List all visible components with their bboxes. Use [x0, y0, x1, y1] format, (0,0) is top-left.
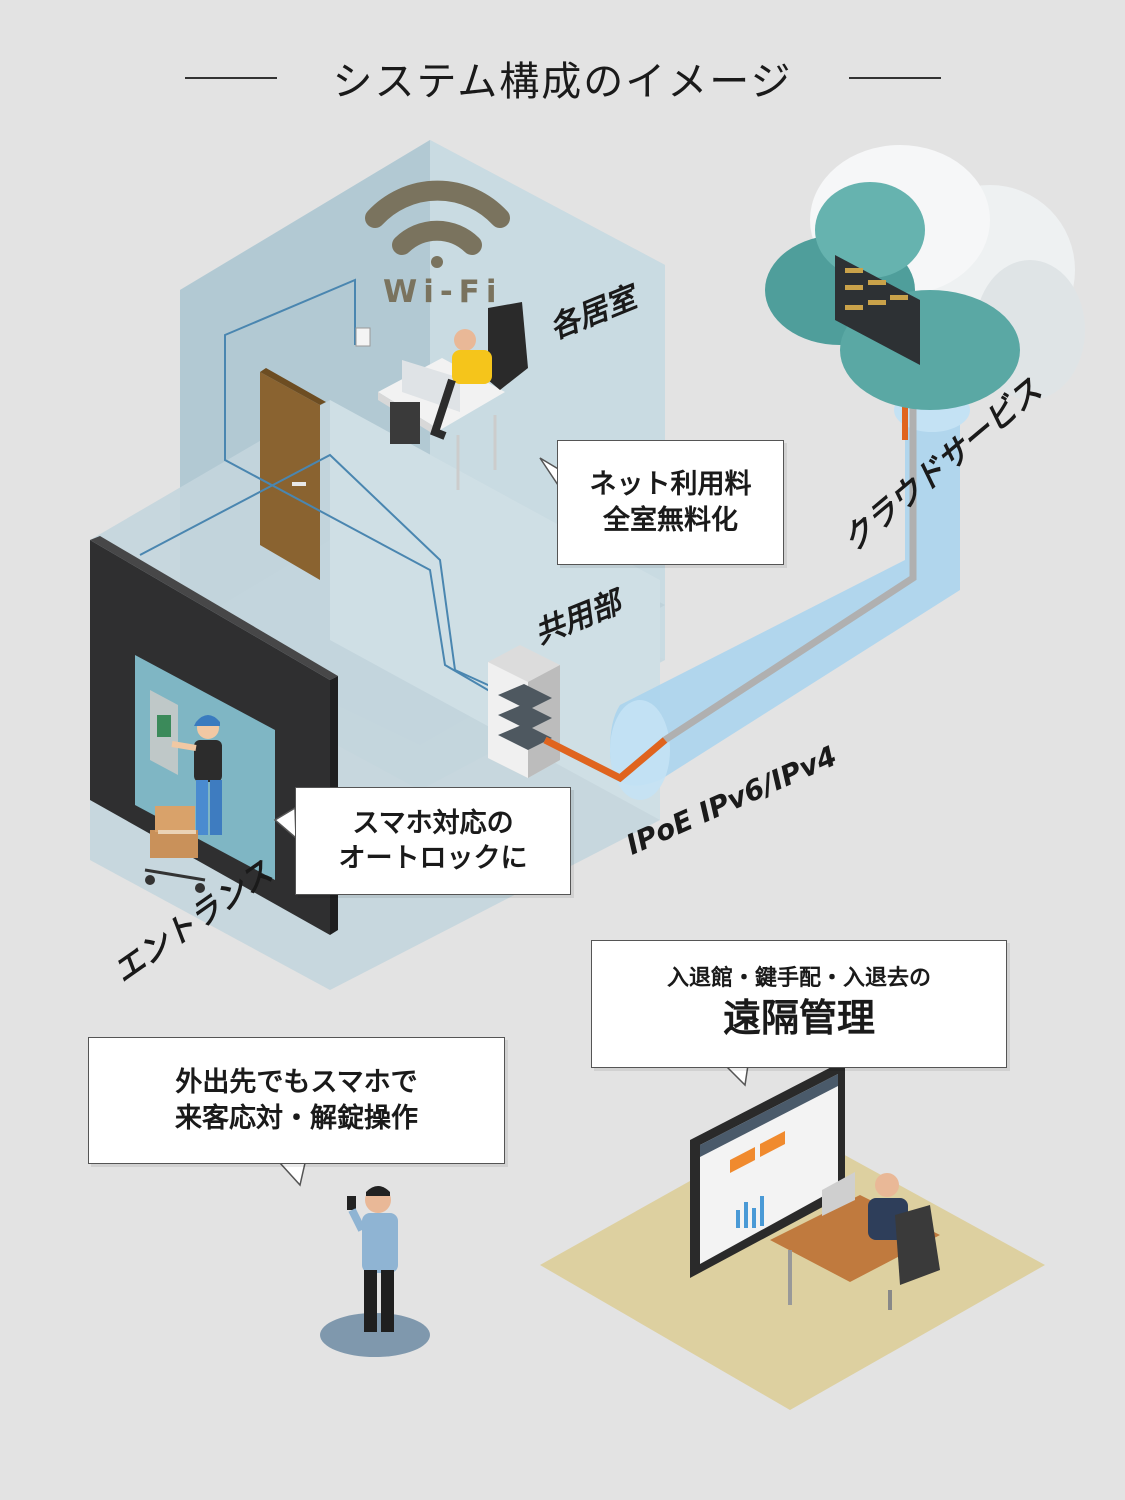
office-area — [540, 1060, 1045, 1410]
wifi-label: Wi-Fi — [383, 274, 503, 310]
callout-outside-line2: 来客応対・解錠操作 — [175, 1102, 418, 1134]
callout-autolock-line1: スマホ対応の — [352, 807, 514, 839]
callout-remote-management: 入退館・鍵手配・入退去の 遠隔管理 — [591, 940, 1007, 1068]
title-rule-left — [184, 77, 277, 79]
title-rule-right — [848, 77, 941, 79]
network-pipe — [543, 388, 970, 800]
callout-net-free-line1: ネット利用料 — [589, 469, 752, 501]
page-title: システム構成のイメージ — [332, 59, 793, 105]
person-with-phone — [320, 1186, 430, 1357]
callout-outside-line1: 外出先でもスマホで — [175, 1067, 418, 1099]
callout-autolock: スマホ対応の オートロックに — [295, 787, 571, 895]
title-bar: システム構成のイメージ — [0, 48, 1125, 108]
wall-outlet — [355, 327, 371, 347]
room-worker — [378, 302, 528, 490]
callout-net-free: ネット利用料 全室無料化 — [557, 440, 784, 565]
callout-remote-big: 遠隔管理 — [722, 995, 875, 1040]
cart-with-boxes — [144, 806, 206, 893]
tail-outside — [278, 1162, 306, 1187]
wifi-icon — [365, 180, 510, 268]
callout-remote-small: 入退館・鍵手配・入退去の — [666, 966, 931, 991]
cloud-icon — [765, 145, 1085, 410]
server-rack — [488, 645, 560, 778]
delivery-person — [171, 715, 222, 835]
tail-remote — [723, 1064, 749, 1087]
callout-autolock-line2: オートロックに — [338, 843, 528, 874]
callout-outside: 外出先でもスマホで 来客応対・解錠操作 — [88, 1037, 505, 1164]
callout-net-free-line2: 全室無料化 — [603, 504, 738, 536]
